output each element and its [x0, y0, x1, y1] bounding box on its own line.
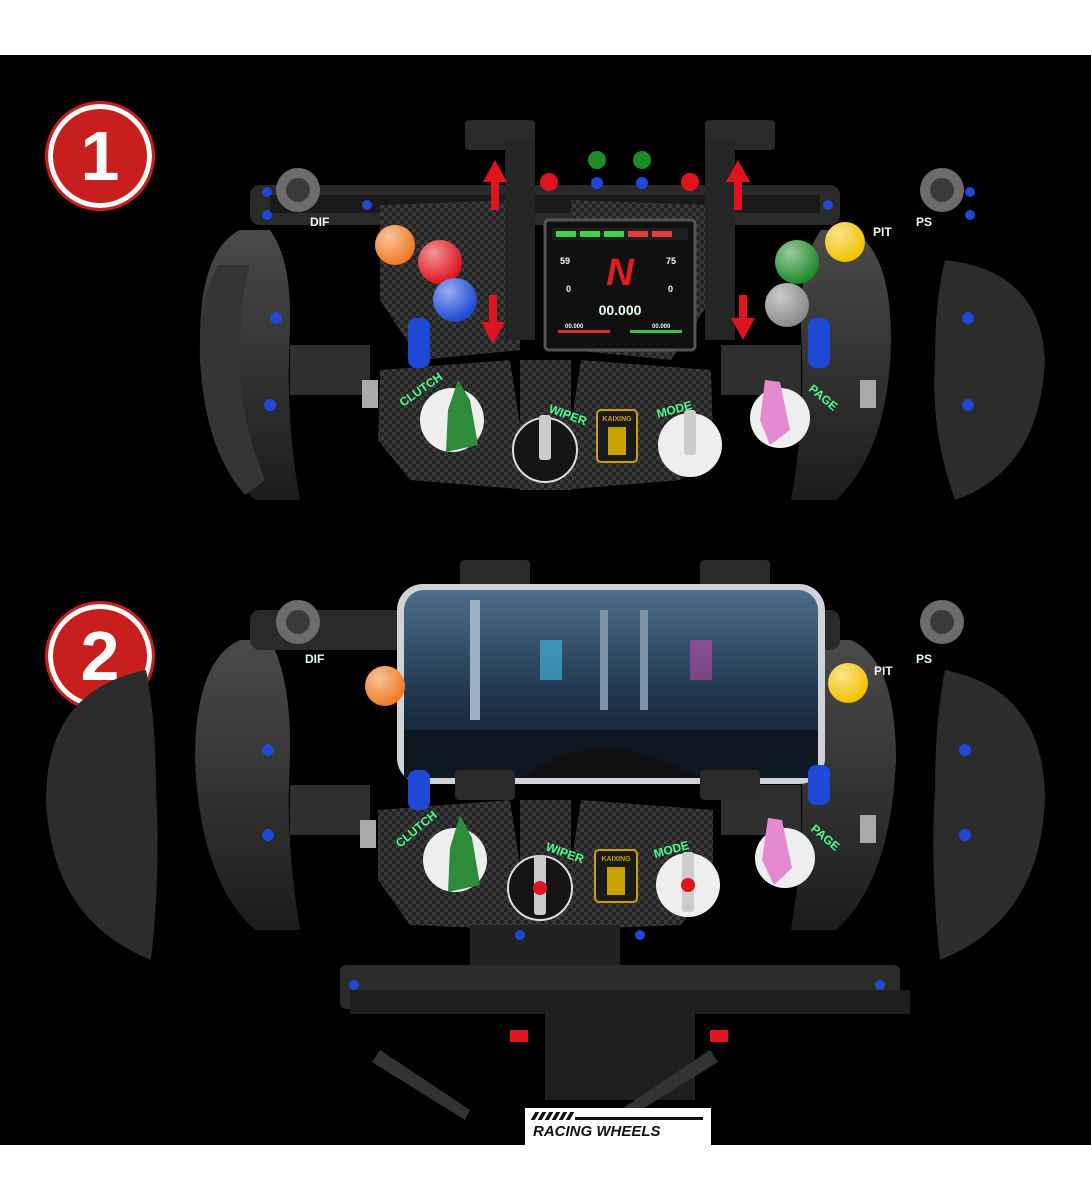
label-brand-2: KAIXING: [601, 856, 631, 863]
display-right-value: 75: [666, 256, 676, 266]
label-pit: PIT: [873, 225, 892, 239]
display-left-value: 59: [560, 256, 570, 266]
wheel-2: DIF PIT PS CLUTCH WIPER KAIXING MODE PAG…: [46, 560, 1045, 1120]
display-time: 00.000: [599, 302, 642, 318]
display-small-left: 0: [566, 284, 571, 294]
racing-wheels-tag: RACING WHEELS: [525, 1108, 711, 1146]
label-dif-2: DIF: [305, 652, 324, 666]
footer-caption: RACING WHEELS: [533, 1123, 661, 1140]
wheel-1: 59 75 N 00.000 0 0 00.000 00.000: [199, 120, 1045, 500]
display-small-right: 0: [668, 284, 673, 294]
display-bottom-left: 00.000: [565, 324, 584, 330]
label-dif: DIF: [310, 215, 329, 229]
step-1-badge: 1: [45, 101, 155, 211]
label-ps: PS: [916, 215, 932, 229]
label-pit-2: PIT: [874, 664, 893, 678]
display-gear: N: [606, 252, 635, 294]
label-brand: KAIXING: [602, 416, 632, 423]
display-bottom-right: 00.000: [652, 324, 671, 330]
label-ps-2: PS: [916, 652, 932, 666]
arrow-up-left-icon: [483, 160, 507, 210]
arrow-down-left-icon: [481, 295, 505, 344]
arrow-up-right-icon: [726, 160, 750, 210]
arrow-down-right-icon: [731, 295, 755, 340]
stripes-decoration: [530, 1112, 703, 1120]
